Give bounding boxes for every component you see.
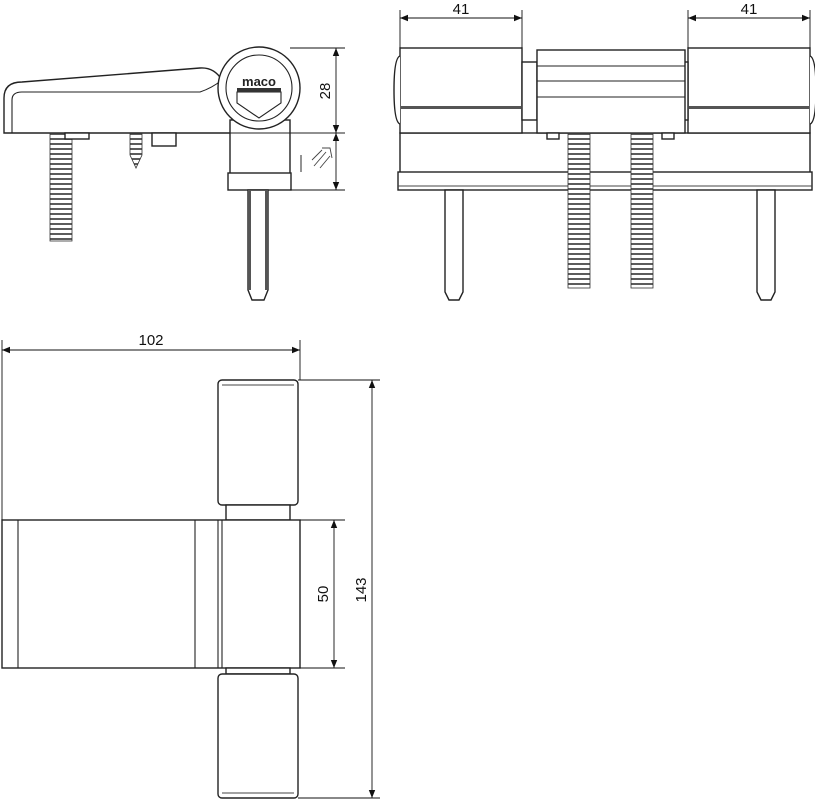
right-barrel xyxy=(687,47,811,134)
hinge-leaf-side xyxy=(3,67,233,134)
pin-right xyxy=(756,189,776,301)
svg-text:maco: maco xyxy=(242,74,276,89)
dim-side-height: 28 xyxy=(317,83,334,100)
maco-logo: maco xyxy=(236,74,282,119)
front-view: 41 41 xyxy=(393,1,815,301)
dim-total-height: 143 xyxy=(353,577,370,602)
top-view: 102 50 143 xyxy=(1,332,380,799)
left-barrel xyxy=(399,47,523,134)
top-barrel xyxy=(217,379,299,506)
bottom-barrel xyxy=(217,673,299,799)
mini-section-icon xyxy=(300,147,333,172)
wood-screw xyxy=(129,133,143,169)
dim-leaf-height: 50 xyxy=(315,586,332,603)
dim-front-left: 41 xyxy=(453,1,470,18)
screw-left xyxy=(567,132,591,289)
dim-total-width: 102 xyxy=(138,332,163,349)
center-knuckle xyxy=(536,49,686,134)
nut xyxy=(151,132,177,147)
screw xyxy=(49,132,73,242)
leaf xyxy=(1,519,301,669)
screw-right xyxy=(630,132,654,289)
knuckle-collar xyxy=(227,172,292,191)
flange xyxy=(397,171,813,191)
side-view: maco 28 xyxy=(3,46,345,301)
pin-left xyxy=(444,189,464,301)
dim-front-right: 41 xyxy=(741,1,758,18)
base-plate xyxy=(399,132,811,174)
